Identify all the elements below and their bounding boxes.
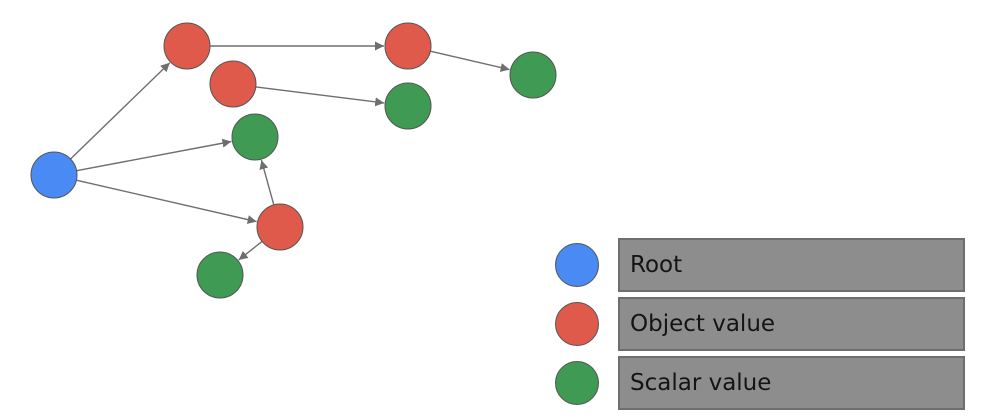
edge-root-to-scalar-a xyxy=(76,138,232,172)
node-scalar-c xyxy=(509,51,557,99)
legend-label-root: Root xyxy=(618,238,965,292)
legend-swatch-object-value xyxy=(555,302,599,346)
nodes xyxy=(30,22,557,299)
edge-obj-b-to-scalar-b xyxy=(255,86,385,107)
legend-swatch-scalar-value xyxy=(555,361,599,405)
node-scalar-b xyxy=(384,82,432,130)
legend-item-root: Root xyxy=(555,238,967,292)
node-root xyxy=(30,151,78,199)
edge-obj-d-to-scalar-d xyxy=(238,240,263,261)
legend-item-object-value: Object value xyxy=(555,297,967,351)
legend-label-scalar-value: Scalar value xyxy=(618,356,965,410)
edge-root-to-obj-d xyxy=(76,179,257,224)
legend-swatch-root xyxy=(555,243,599,287)
node-obj-d xyxy=(256,203,304,251)
edge-root-to-obj-a xyxy=(70,62,171,160)
node-obj-a xyxy=(163,22,211,70)
edge-obj-d-to-scalar-a xyxy=(259,159,275,205)
node-obj-c xyxy=(384,22,432,70)
edge-obj-c-to-scalar-c xyxy=(430,50,510,72)
legend-item-scalar-value: Scalar value xyxy=(555,356,967,410)
node-obj-b xyxy=(209,60,257,108)
edges xyxy=(70,41,510,261)
node-scalar-a xyxy=(231,113,279,161)
node-scalar-d xyxy=(196,251,244,299)
legend-label-object-value: Object value xyxy=(618,297,965,351)
